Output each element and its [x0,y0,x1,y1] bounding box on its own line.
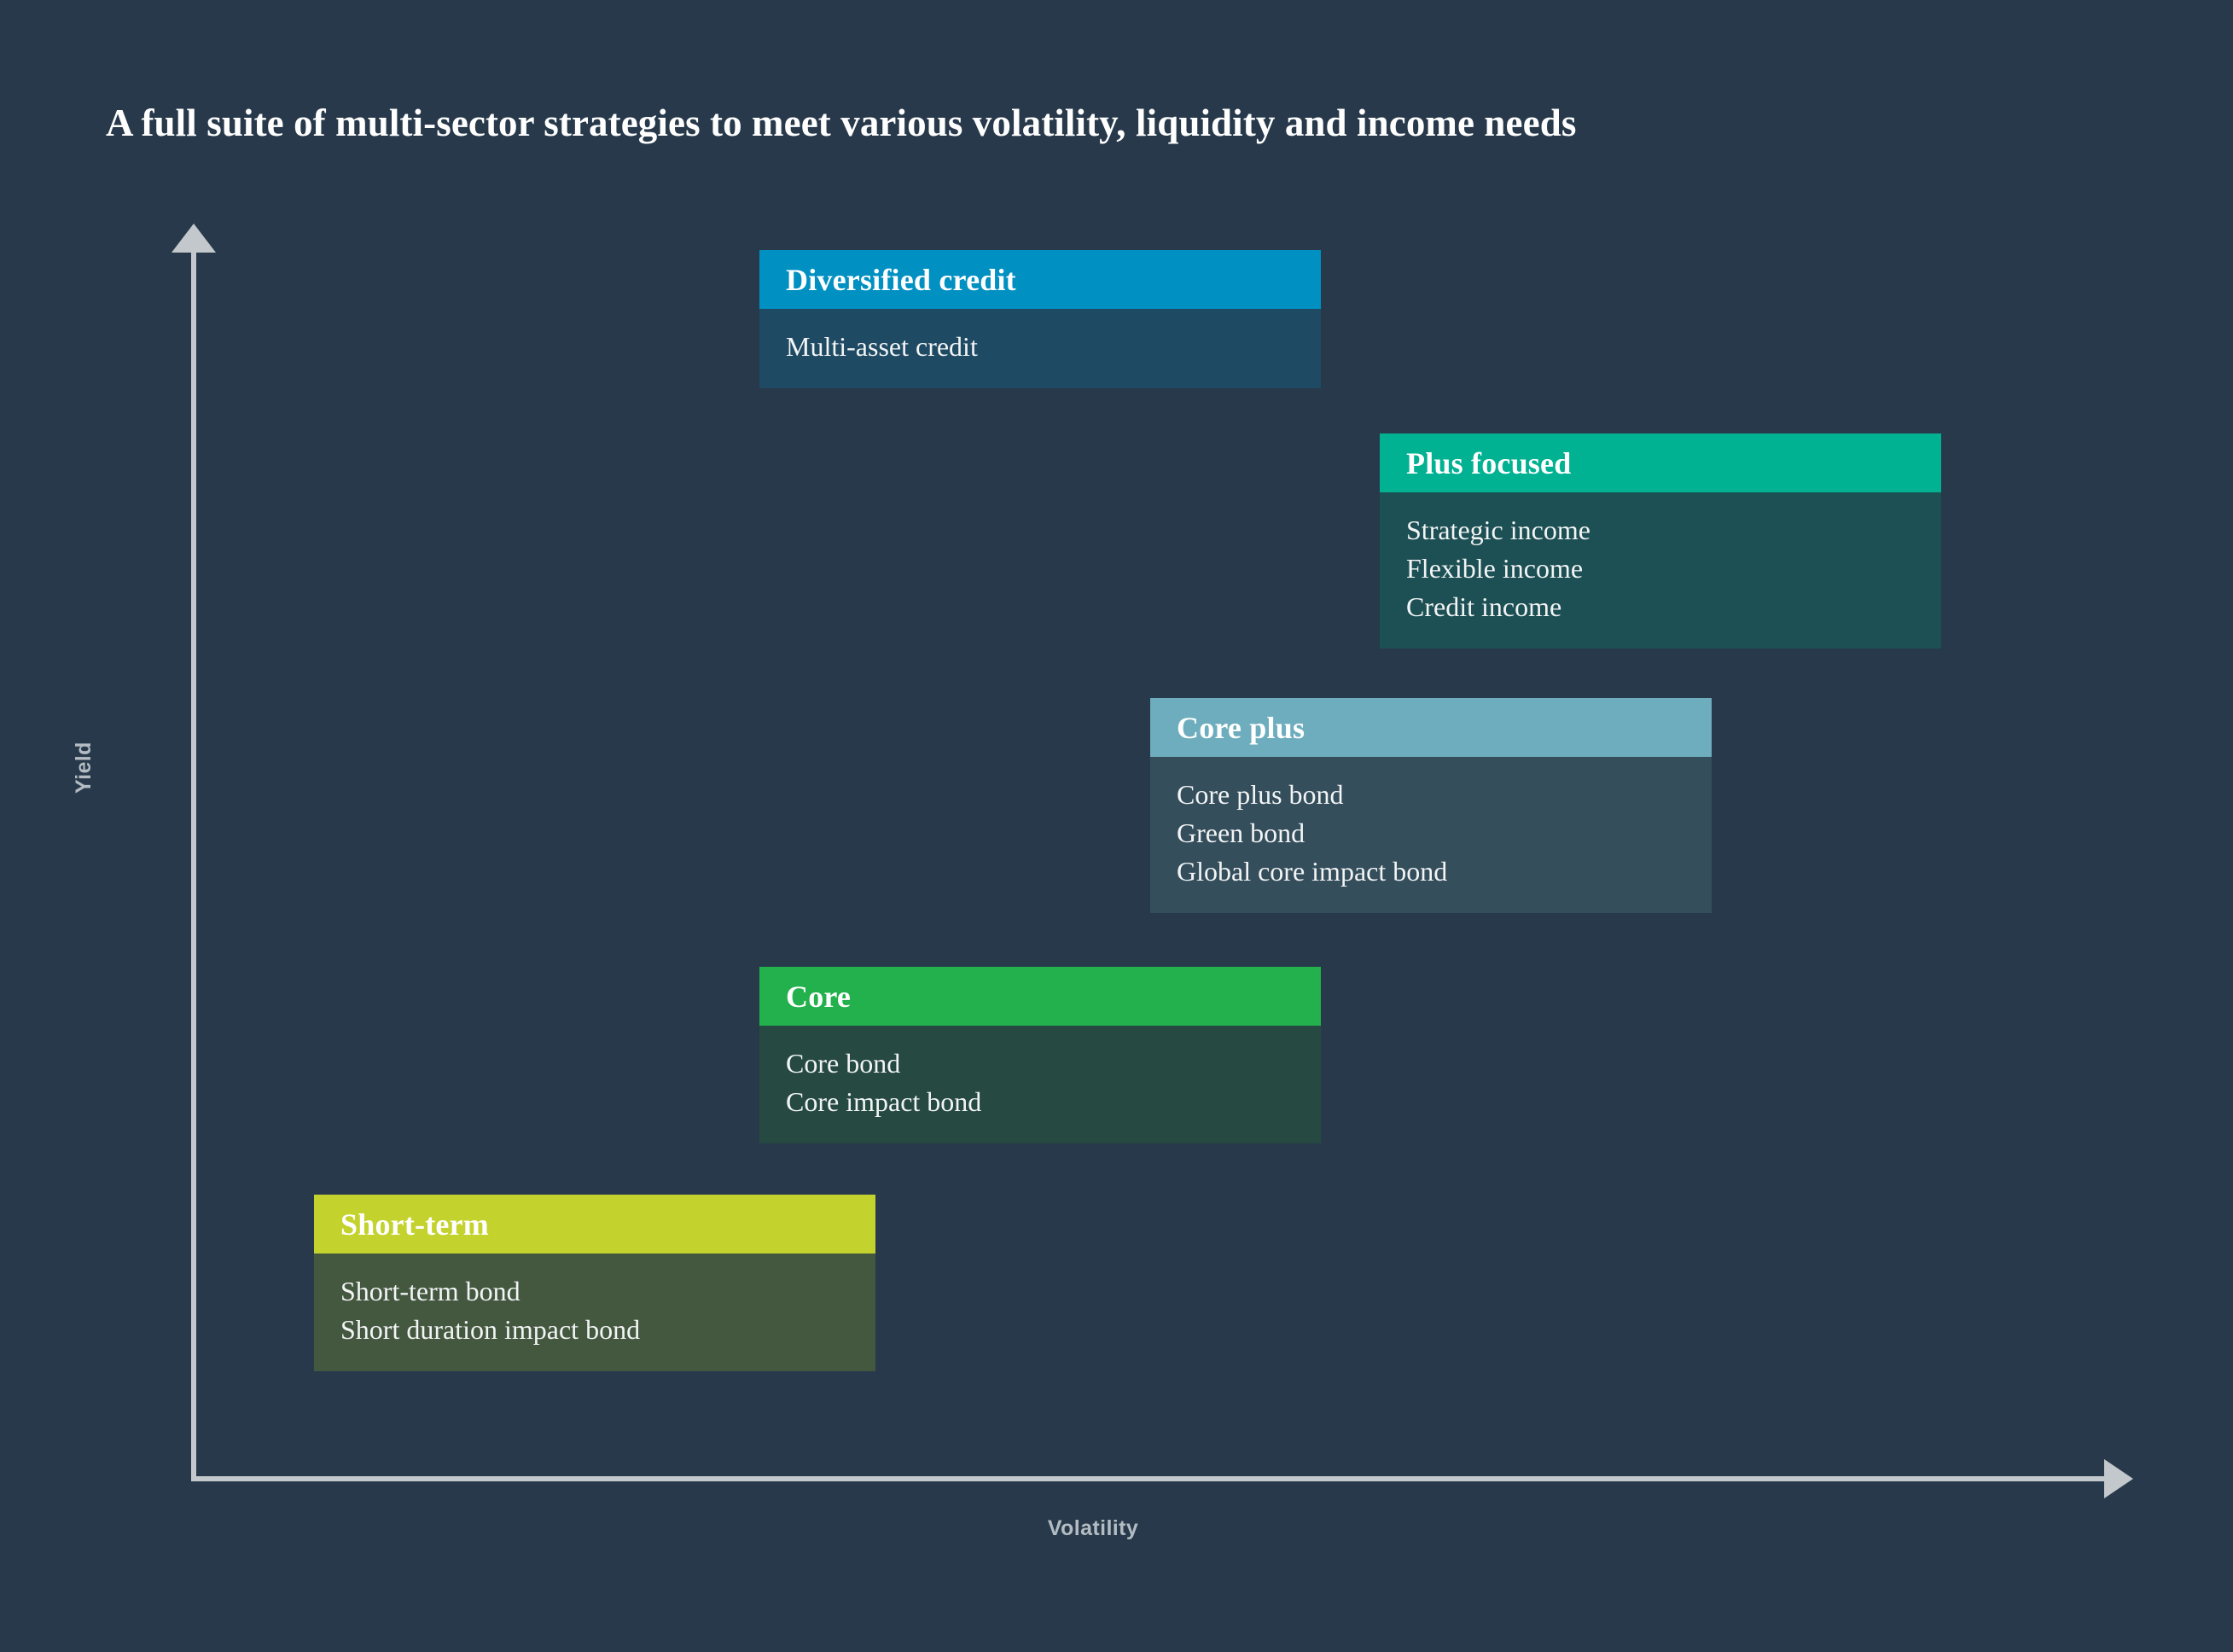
strategy-block-body: Core bond Core impact bond [759,1026,1321,1143]
strategy-item: Short-term bond [340,1276,520,1306]
strategy-item: Core impact bond [786,1086,982,1117]
strategy-item: Flexible income [1406,553,1584,584]
strategy-block-header: Core [759,967,1321,1026]
strategy-block-plus-focused[interactable]: Plus focused Strategic income Flexible i… [1380,433,1941,649]
y-axis-line [191,246,196,1481]
strategy-block-title: Core plus [1177,710,1305,745]
x-axis-arrow-icon [2104,1459,2133,1498]
x-axis-label: Volatility [1047,1516,1139,1540]
strategy-block-body: Core plus bond Green bond Global core im… [1150,757,1712,913]
strategy-block-title: Short-term [340,1207,489,1242]
strategy-block-title: Diversified credit [786,262,1016,297]
strategy-item: Green bond [1177,817,1305,848]
strategy-block-body: Multi-asset credit [759,309,1321,388]
strategy-item: Strategic income [1406,515,1590,545]
y-axis-label: Yield [72,742,96,794]
strategy-item: Core bond [786,1048,901,1079]
strategy-block-header: Core plus [1150,698,1712,757]
strategy-block-title: Core [786,979,852,1014]
strategy-block-header: Short-term [314,1195,875,1254]
strategy-item: Global core impact bond [1177,856,1448,887]
strategy-block-title: Plus focused [1406,445,1572,480]
strategy-item: Multi-asset credit [786,331,978,362]
strategy-item: Core plus bond [1177,779,1344,810]
x-axis-line [191,1476,2108,1481]
strategy-block-body: Strategic income Flexible income Credit … [1380,492,1941,649]
page-title: A full suite of multi-sector strategies … [106,102,1577,144]
strategy-block-header: Plus focused [1380,433,1941,492]
y-axis-arrow-icon [172,224,216,253]
strategy-block-header: Diversified credit [759,250,1321,309]
strategy-block-body: Short-term bond Short duration impact bo… [314,1254,875,1371]
strategy-item: Credit income [1406,591,1562,622]
strategy-block-diversified-credit[interactable]: Diversified credit Multi-asset credit [759,250,1321,388]
strategy-block-core[interactable]: Core Core bond Core impact bond [759,967,1321,1143]
strategy-block-core-plus[interactable]: Core plus Core plus bond Green bond Glob… [1150,698,1712,913]
strategy-item: Short duration impact bond [340,1314,641,1345]
strategy-block-short-term[interactable]: Short-term Short-term bond Short duratio… [314,1195,875,1371]
